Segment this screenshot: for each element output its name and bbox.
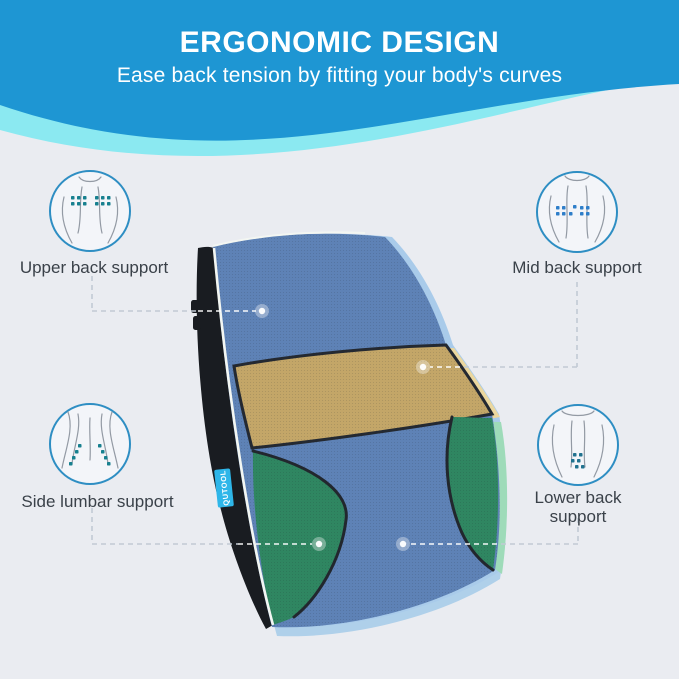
pressure-dots xyxy=(71,196,111,206)
wave-banner-shape xyxy=(0,0,679,141)
connector-mid-back xyxy=(416,282,578,374)
connector-upper-back xyxy=(91,276,269,318)
brand-tag-text: QUTOOL xyxy=(218,470,231,506)
page-subtitle: Ease back tension by fitting your body's… xyxy=(116,64,563,87)
pressure-dots xyxy=(571,453,585,469)
connector-side-lumbar xyxy=(91,508,326,551)
callout-label-upper-back: Upper back support xyxy=(19,258,169,277)
pillow-piping xyxy=(212,247,275,626)
pressure-dots xyxy=(69,444,111,466)
pillow-piping-top xyxy=(212,231,366,247)
mesh-texture xyxy=(213,233,500,628)
lower-back-icon xyxy=(537,404,619,486)
callout-label-mid-back: Mid back support xyxy=(512,258,642,277)
page-title: ERGONOMIC DESIGN xyxy=(179,26,500,59)
side-lumbar-icon xyxy=(49,403,131,485)
brand-tag: QUTOOL xyxy=(214,468,234,508)
pressure-dots xyxy=(556,205,590,216)
pillow-strap-notch xyxy=(193,316,201,330)
header-wave-background xyxy=(0,0,679,157)
callout-label-side-lumbar: Side lumbar support xyxy=(21,492,174,511)
pillow-side-panel xyxy=(196,246,273,629)
connector-lower-back xyxy=(396,518,579,551)
callout-label-lower-back: Lower back support xyxy=(534,488,622,526)
mid-back-icon xyxy=(536,171,618,253)
pillow-strap-notch xyxy=(191,300,199,313)
upper-back-icon xyxy=(49,170,131,252)
